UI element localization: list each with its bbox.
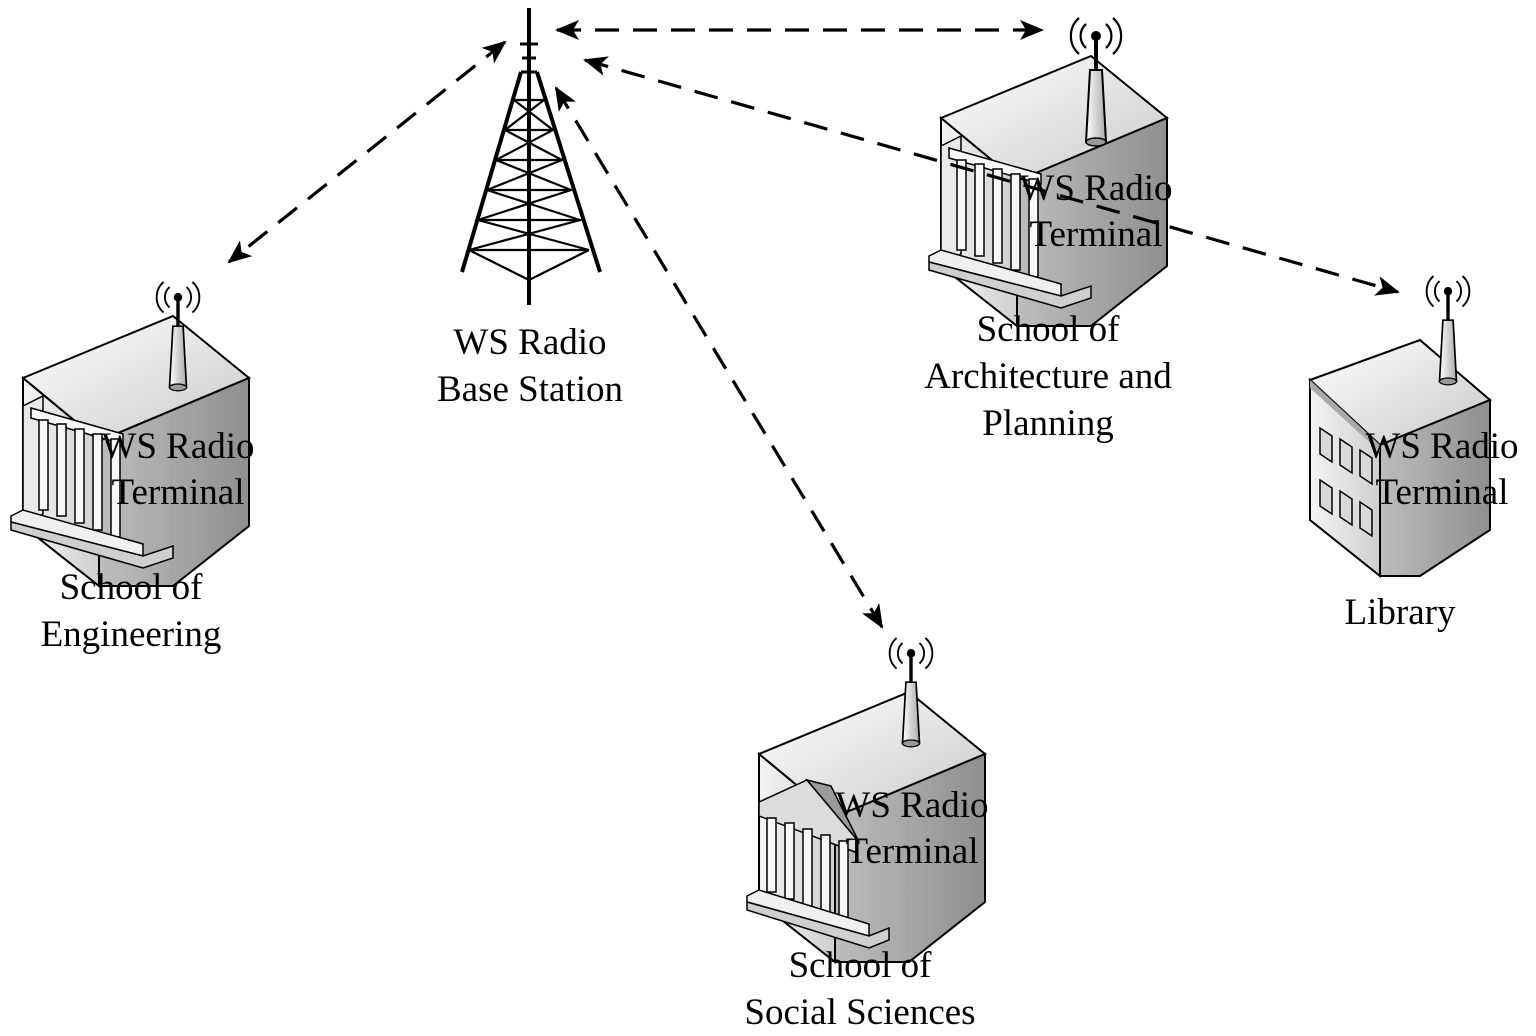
terminal-label-library: WS Radio Terminal xyxy=(1348,424,1536,516)
terminal-line-1: WS Radio xyxy=(1019,168,1173,209)
terminal-line-2: Terminal xyxy=(1029,214,1163,255)
terminal-label-architecture: WS Radio Terminal xyxy=(996,166,1196,258)
node-name-line-2: Engineering xyxy=(40,614,222,655)
terminal-label-engineering: WS Radio Terminal xyxy=(78,424,278,516)
node-name-line-1: School of xyxy=(976,309,1120,350)
node-name-line-2: Social Sciences xyxy=(744,992,976,1033)
node-name-line-1: School of xyxy=(788,945,932,986)
link-library xyxy=(583,56,1400,296)
node-name-line-1: Library xyxy=(1344,592,1456,633)
radio-tower-icon xyxy=(460,8,602,305)
link-engineering xyxy=(227,40,507,264)
terminal-line-2: Terminal xyxy=(111,472,245,513)
terminal-line-2: Terminal xyxy=(845,831,979,872)
node-name-line-1: School of xyxy=(59,567,203,608)
node-name-architecture: School of Architecture and Planning xyxy=(898,306,1198,447)
node-name-line-3: Planning xyxy=(982,403,1114,444)
terminal-line-2: Terminal xyxy=(1375,472,1509,513)
terminal-line-1: WS Radio xyxy=(835,785,989,826)
base-station-line-2: Base Station xyxy=(436,369,623,410)
terminal-line-1: WS Radio xyxy=(1365,426,1519,467)
links xyxy=(227,20,1044,629)
link-social-sciences xyxy=(554,86,884,629)
terminal-label-social-sciences: WS Radio Terminal xyxy=(812,783,1012,875)
base-station-label: WS Radio Base Station xyxy=(400,319,660,413)
node-name-social-sciences: School of Social Sciences xyxy=(720,942,1000,1036)
node-name-library: Library xyxy=(1310,589,1490,636)
node-name-engineering: School of Engineering xyxy=(0,564,262,658)
terminal-line-1: WS Radio xyxy=(101,426,255,467)
node-name-line-2: Architecture and xyxy=(924,356,1172,397)
base-station-line-1: WS Radio xyxy=(453,322,607,363)
